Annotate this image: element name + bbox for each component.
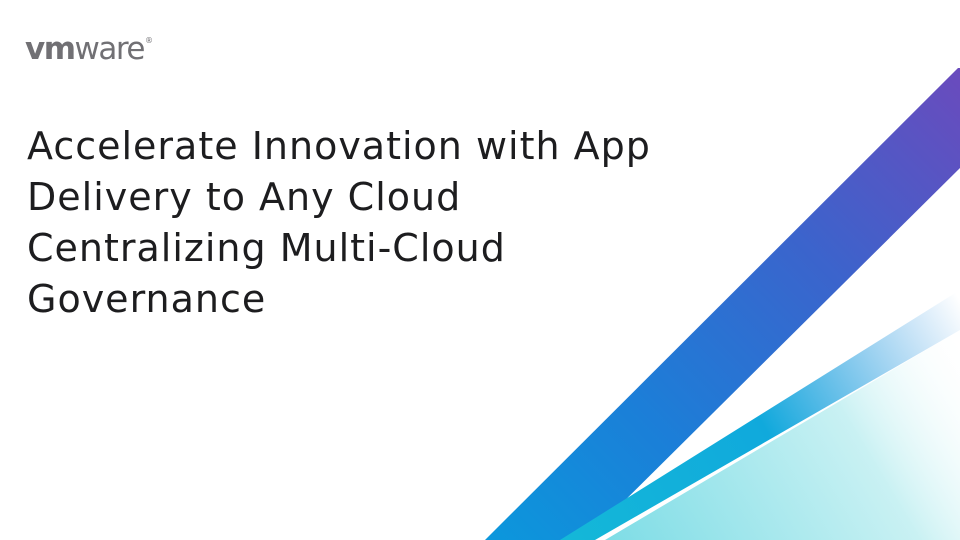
title-line-2: Delivery to Any Cloud [27, 175, 462, 219]
stripe-main [485, 68, 960, 540]
registered-mark: ® [145, 36, 154, 45]
slide-title: Accelerate Innovation with App Delivery … [27, 121, 727, 325]
logo-bold-text: vm [25, 31, 76, 67]
title-line-4: Governance [27, 277, 267, 321]
title-line-1: Accelerate Innovation with App [27, 124, 651, 168]
title-line-3: Centralizing Multi-Cloud [27, 226, 506, 270]
logo-light-text: ware [74, 31, 146, 67]
stripe-mid [560, 290, 960, 540]
stripe-light [605, 330, 960, 540]
vmware-logo: vmware® [25, 34, 153, 65]
